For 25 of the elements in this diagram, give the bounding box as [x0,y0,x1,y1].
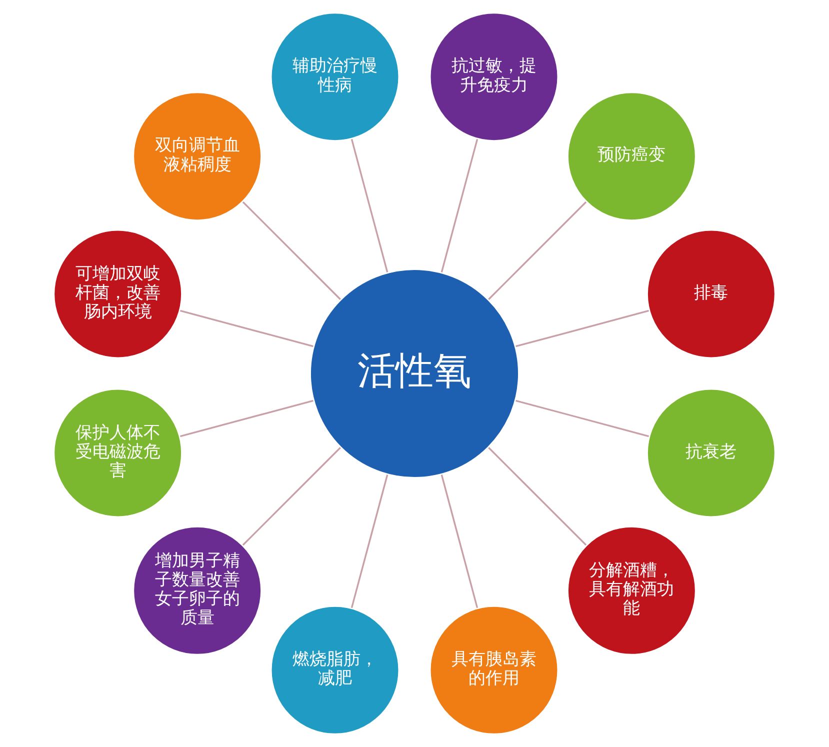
node-circle: 抗衰老 [646,388,777,518]
connector [242,447,341,546]
connector [180,400,314,438]
connector [350,474,388,608]
node-circle: 活性氧 [308,268,520,480]
node-circle: 燃烧脂肪，减肥 [270,604,400,736]
node-circle: 抗过敏，提升免疫力 [428,11,560,142]
connector [440,139,478,272]
connector [488,447,587,546]
node-circle: 双向调节血液粘稠度 [132,90,263,222]
node-circle: 保护人体不受电磁波危害 [52,388,184,518]
connector [516,400,649,438]
node-circle: 辅助治疗慢性病 [270,11,400,142]
connector [350,139,388,272]
node-circle: 增加男子精子数量改善女子卵子的质量 [132,525,263,656]
node-circle: 分解酒糟，具有解酒功能 [566,525,698,656]
connector [516,310,649,348]
connector [180,310,314,348]
connector [488,201,587,300]
connector [242,201,341,300]
node-circle: 预防癌变 [566,90,698,222]
node-circle: 具有胰岛素的作用 [428,604,560,736]
connector [440,474,478,608]
node-circle: 可增加双岐杆菌，改善肠内环境 [52,228,184,360]
node-circle: 排毒 [646,228,777,360]
